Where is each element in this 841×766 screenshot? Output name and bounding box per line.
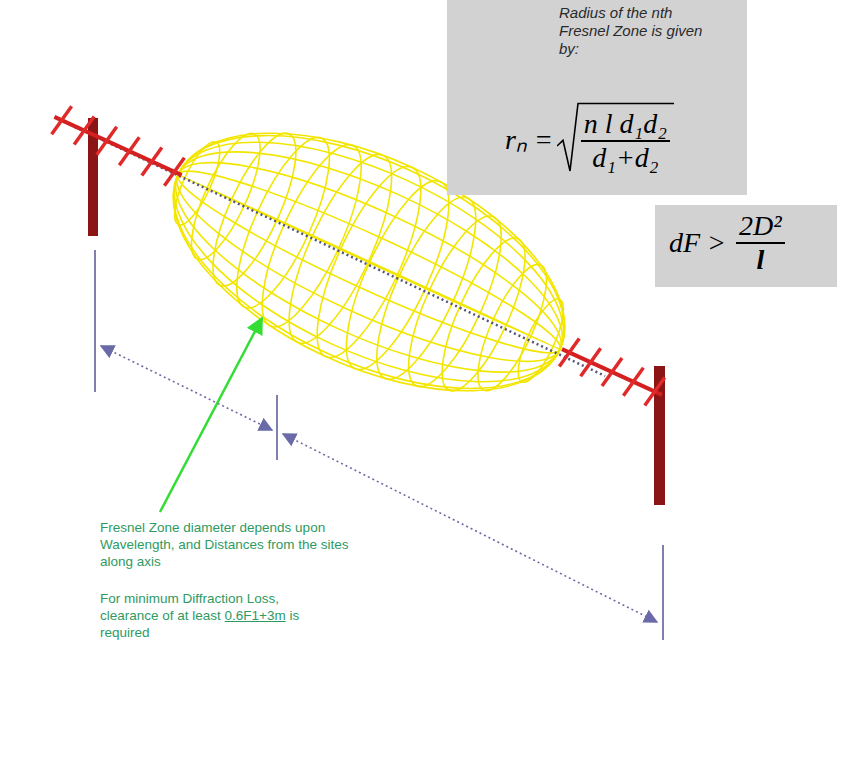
antenna-element: [119, 137, 139, 165]
formula-caption: Radius of the nth Fresnel Zone is given …: [559, 0, 719, 58]
antenna-element: [74, 117, 94, 145]
formula-panel: dF >2D² l: [655, 205, 837, 287]
note-text: Fresnel Zone diameter depends upon Wavel…: [100, 520, 349, 569]
antenna-boom: [54, 117, 181, 175]
clearance-value: 0.6F1+3m: [225, 608, 286, 623]
antenna-element: [164, 158, 184, 186]
dimension-arrow: [283, 434, 657, 622]
radical: n l d₁d₂ d₁+d₂: [557, 102, 674, 173]
word-gap: [221, 608, 225, 623]
yagi-antenna: [52, 106, 185, 236]
dimension-tick: [94, 250, 96, 392]
fraction: 2D² l: [736, 211, 785, 275]
dimension-arrow: [101, 346, 272, 430]
formula: rₙ = n l d₁d₂ d₁+d₂: [505, 102, 674, 173]
zone-meridian: [178, 174, 560, 350]
dimension-tick: [662, 545, 664, 640]
zone-meridian: [147, 108, 590, 417]
callout-note: Fresnel Zone diameter depends upon Wavel…: [100, 519, 350, 570]
fraction-bar: [736, 242, 785, 244]
formula-lhs: dF >: [669, 227, 730, 259]
antenna-element: [142, 147, 162, 175]
callout-arrow: [160, 318, 262, 512]
dimension-tick: [276, 395, 278, 460]
antenna-element: [623, 368, 643, 396]
zone-meridian: [136, 83, 602, 441]
numerator: n l d₁d₂: [581, 109, 670, 139]
antenna-element: [52, 106, 72, 134]
word-gap: [286, 608, 290, 623]
antenna-element: [645, 378, 665, 406]
fraction-bar: [581, 140, 670, 142]
formula-panel: Radius of the nth Fresnel Zone is given …: [447, 0, 747, 195]
numerator: 2D²: [736, 211, 785, 241]
formula-lhs: rₙ =: [505, 119, 557, 157]
zone-meridian: [141, 93, 598, 432]
zone-meridian: [135, 80, 603, 444]
fresnel-ellipsoid: [135, 80, 603, 444]
formula: dF >2D² l: [669, 211, 785, 275]
antenna-element: [559, 338, 579, 366]
requirement-note: For minimum Diffraction Loss, clearance …: [100, 590, 338, 641]
antenna-element: [97, 127, 117, 155]
antenna-element: [581, 348, 601, 376]
antenna-element: [602, 358, 622, 386]
yagi-antenna: [559, 338, 665, 505]
fraction: n l d₁d₂ d₁+d₂: [581, 102, 670, 173]
denominator: l: [753, 245, 767, 275]
denominator: d₁+d₂: [589, 143, 661, 173]
antenna-boom: [562, 349, 662, 395]
